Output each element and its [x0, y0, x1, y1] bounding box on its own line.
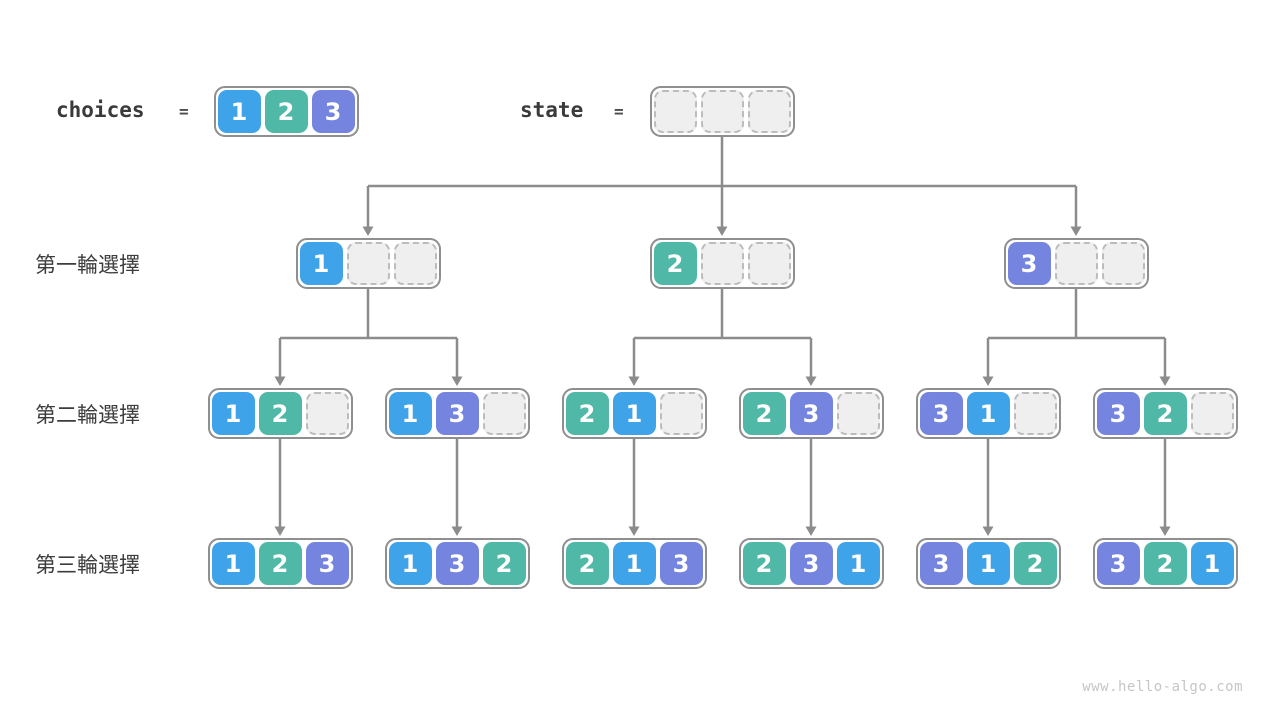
- value-cell-3: 3: [305, 542, 349, 585]
- empty-cell: [836, 392, 880, 435]
- value-cell-3: 3: [659, 542, 703, 585]
- state-equals-sign: =: [614, 102, 624, 121]
- value-cell-1: 1: [1190, 542, 1234, 585]
- value-cell-2: 2: [264, 90, 308, 133]
- value-cell-2: 2: [1013, 542, 1057, 585]
- value-cell-2: 2: [565, 542, 609, 585]
- choices-label: choices: [56, 98, 145, 122]
- state-label: state: [520, 98, 584, 122]
- value-cell-3: 3: [1007, 242, 1051, 285]
- value-cell-1: 1: [388, 542, 432, 585]
- value-cell-1: 1: [836, 542, 880, 585]
- empty-cell: [653, 90, 697, 133]
- value-cell-1: 1: [211, 392, 255, 435]
- empty-cell: [747, 90, 791, 133]
- value-cell-2: 2: [653, 242, 697, 285]
- value-cell-3: 3: [435, 542, 479, 585]
- value-cell-2: 2: [258, 542, 302, 585]
- value-cell-3: 3: [789, 542, 833, 585]
- empty-cell: [1013, 392, 1057, 435]
- value-cell-3: 3: [919, 392, 963, 435]
- value-cell-2: 2: [1143, 542, 1187, 585]
- empty-cell: [305, 392, 349, 435]
- value-cell-1: 1: [388, 392, 432, 435]
- value-cell-1: 1: [299, 242, 343, 285]
- value-cell-1: 1: [217, 90, 261, 133]
- round-1-label: 第一輪選擇: [35, 254, 140, 277]
- value-cell-2: 2: [1143, 392, 1187, 435]
- value-cell-3: 3: [435, 392, 479, 435]
- choices-equals-sign: =: [179, 102, 189, 121]
- value-cell-3: 3: [919, 542, 963, 585]
- value-cell-1: 1: [966, 392, 1010, 435]
- round1-node-2: 3: [1003, 238, 1149, 289]
- value-cell-2: 2: [565, 392, 609, 435]
- round-3-label: 第三輪選擇: [35, 554, 140, 577]
- value-cell-1: 1: [612, 392, 656, 435]
- empty-cell: [747, 242, 791, 285]
- value-cell-1: 1: [211, 542, 255, 585]
- value-cell-2: 2: [258, 392, 302, 435]
- empty-cell: [700, 242, 744, 285]
- empty-cell: [1054, 242, 1098, 285]
- watermark-url: www.hello-algo.com: [1082, 679, 1243, 695]
- value-cell-2: 2: [742, 542, 786, 585]
- value-cell-3: 3: [789, 392, 833, 435]
- empty-cell: [1190, 392, 1234, 435]
- empty-cell: [1101, 242, 1145, 285]
- value-cell-2: 2: [742, 392, 786, 435]
- value-cell-3: 3: [1096, 392, 1140, 435]
- empty-cell: [659, 392, 703, 435]
- value-cell-1: 1: [612, 542, 656, 585]
- round1-node-0: 1: [295, 238, 441, 289]
- value-cell-3: 3: [1096, 542, 1140, 585]
- state-array: [649, 86, 795, 137]
- value-cell-3: 3: [311, 90, 355, 133]
- value-cell-1: 1: [966, 542, 1010, 585]
- empty-cell: [346, 242, 390, 285]
- value-cell-2: 2: [482, 542, 526, 585]
- round1-node-1: 2: [649, 238, 795, 289]
- round-2-label: 第二輪選擇: [35, 404, 140, 427]
- empty-cell: [482, 392, 526, 435]
- empty-cell: [700, 90, 744, 133]
- empty-cell: [393, 242, 437, 285]
